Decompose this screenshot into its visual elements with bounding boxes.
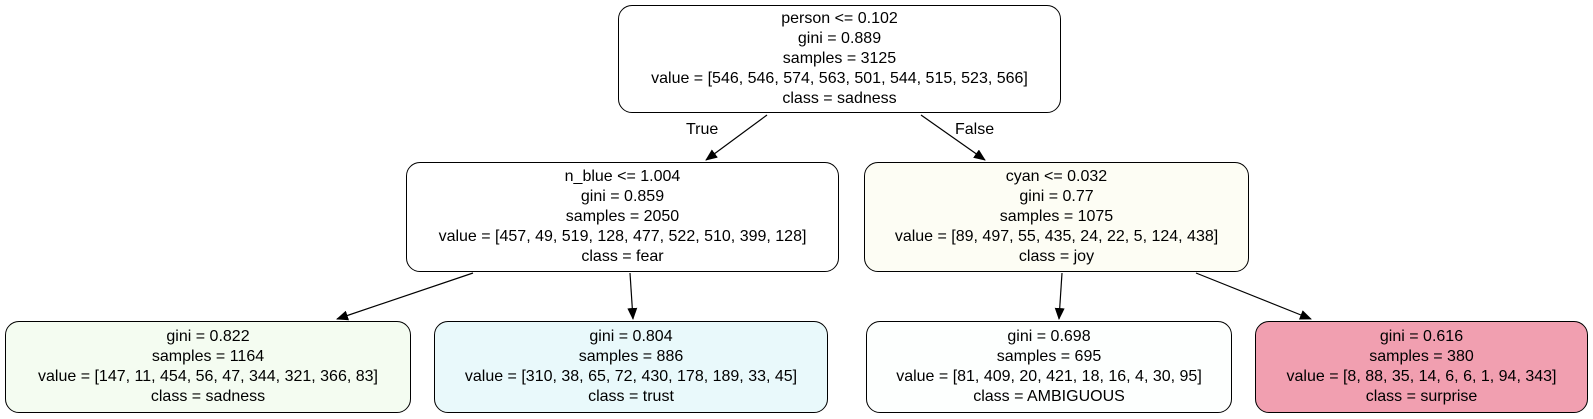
node-value: value = [147, 11, 454, 56, 47, 344, 321,… <box>38 368 378 385</box>
node-samples: samples = 695 <box>996 348 1102 365</box>
edge-root-to-left <box>705 114 768 161</box>
edge-right-to-right-right <box>1195 272 1312 320</box>
tree-leaf-right-right: gini = 0.616 samples = 380 value = [8, 8… <box>1255 321 1588 413</box>
node-condition: person <= 0.102 <box>781 10 898 27</box>
node-samples: samples = 2050 <box>565 208 680 225</box>
node-value: value = [546, 546, 574, 563, 501, 544, 5… <box>651 70 1028 87</box>
edge-left-to-left-right <box>627 272 638 320</box>
node-value: value = [89, 497, 55, 435, 24, 22, 5, 12… <box>894 228 1219 245</box>
tree-node-root: person <= 0.102 gini = 0.889 samples = 3… <box>618 5 1061 113</box>
node-condition: n_blue <= 1.004 <box>564 168 681 185</box>
node-samples: samples = 886 <box>578 348 684 365</box>
node-class: class = AMBIGUOUS <box>973 388 1125 405</box>
edge-label-false: False <box>955 121 995 138</box>
node-samples: samples = 3125 <box>782 50 897 67</box>
node-class: class = trust <box>588 388 674 405</box>
node-class: class = fear <box>581 248 664 265</box>
node-gini: gini = 0.859 <box>580 188 665 205</box>
tree-node-right: cyan <= 0.032 gini = 0.77 samples = 1075… <box>864 162 1249 272</box>
node-class: class = sadness <box>150 388 266 405</box>
edge-left-to-left-left <box>336 272 474 321</box>
node-gini: gini = 0.698 <box>1007 328 1091 345</box>
node-value: value = [81, 409, 20, 421, 18, 16, 4, 30… <box>896 368 1202 385</box>
node-class: class = sadness <box>782 90 897 107</box>
tree-leaf-right-left: gini = 0.698 samples = 695 value = [81, … <box>866 321 1232 413</box>
node-gini: gini = 0.822 <box>166 328 250 345</box>
node-class: class = joy <box>1018 248 1095 265</box>
edge-label-true: True <box>686 121 719 138</box>
node-class: class = surprise <box>1365 388 1478 405</box>
node-gini: gini = 0.616 <box>1379 328 1464 345</box>
node-value: value = [310, 38, 65, 72, 430, 178, 189,… <box>464 368 798 385</box>
node-gini: gini = 0.889 <box>797 30 882 47</box>
tree-node-left: n_blue <= 1.004 gini = 0.859 samples = 2… <box>406 162 839 272</box>
node-samples: samples = 1075 <box>999 208 1114 225</box>
node-samples: samples = 380 <box>1369 348 1474 365</box>
tree-leaf-left-right: gini = 0.804 samples = 886 value = [310,… <box>434 321 828 413</box>
node-samples: samples = 1164 <box>151 348 265 365</box>
node-gini: gini = 0.77 <box>1019 188 1094 205</box>
node-condition: cyan <= 0.032 <box>1005 168 1108 185</box>
node-value: value = [8, 88, 35, 14, 6, 6, 1, 94, 343… <box>1286 368 1557 385</box>
tree-leaf-left-left: gini = 0.822 samples = 1164 value = [147… <box>5 321 411 413</box>
node-value: value = [457, 49, 519, 128, 477, 522, 51… <box>438 228 807 245</box>
edge-root-to-right <box>920 114 986 161</box>
node-gini: gini = 0.804 <box>589 328 673 345</box>
edge-right-to-right-left <box>1054 272 1065 320</box>
